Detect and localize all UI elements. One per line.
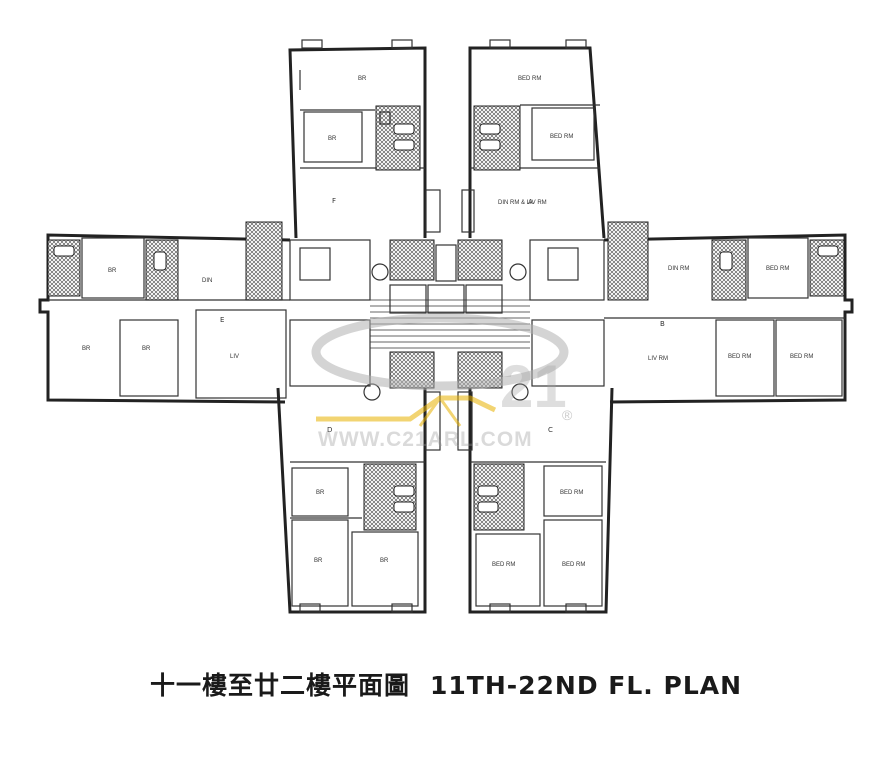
- svg-text:BR: BR: [358, 76, 367, 82]
- unit-east-label: B: [660, 320, 665, 328]
- unit-south-east: [457, 387, 614, 614]
- watermark-brand-number: 21: [500, 353, 567, 420]
- unit-west: BR BR BR DIN LIV: [38, 221, 291, 404]
- east-bedroom-3-label: BED RM: [790, 354, 813, 360]
- unit-east: [603, 221, 854, 404]
- unit-north-east-label: A: [528, 198, 533, 206]
- east-bedroom-1-label: BED RM: [766, 266, 789, 272]
- unit-west-label: E: [220, 316, 224, 324]
- svg-text:LIV: LIV: [230, 354, 239, 360]
- svg-text:BR: BR: [82, 346, 91, 352]
- svg-text:BR: BR: [314, 558, 323, 564]
- watermark-logo: [311, 313, 569, 427]
- se-bedroom-1-label: BED RM: [560, 490, 583, 496]
- east-dining-label: DIN RM: [668, 266, 689, 272]
- svg-text:BR: BR: [142, 346, 151, 352]
- title-english: 11TH-22ND FL. PLAN: [429, 671, 743, 700]
- unit-south-west-label: D: [327, 426, 332, 434]
- ne-bedroom-2-label: BED RM: [550, 134, 573, 140]
- unit-south-east-label: C: [548, 426, 553, 434]
- svg-text:BR: BR: [328, 136, 337, 142]
- ne-din-liv-label: DIN RM & LIV RM: [498, 200, 547, 206]
- se-bedroom-2-label: BED RM: [492, 562, 515, 568]
- unit-north-east: [461, 39, 606, 239]
- watermark-registered-mark: ®: [562, 407, 573, 423]
- svg-text:BR: BR: [108, 268, 117, 274]
- ne-bedroom-1-label: BED RM: [518, 76, 541, 82]
- se-bedroom-3-label: BED RM: [562, 562, 585, 568]
- floor-plan-title: 十一樓至廿二樓平面圖 11TH-22ND FL. PLAN: [0, 666, 892, 702]
- unit-south-west: BR BR BR: [276, 387, 441, 614]
- unit-north-west-label: F: [332, 197, 336, 205]
- svg-text:BR: BR: [380, 558, 389, 564]
- east-living-label: LIV RM: [648, 356, 668, 362]
- watermark-site-url: WWW.C21ARL.COM: [318, 428, 533, 451]
- svg-text:BR: BR: [316, 490, 325, 496]
- title-chinese: 十一樓至廿二樓平面圖: [149, 671, 410, 700]
- east-bedroom-2-label: BED RM: [728, 354, 751, 360]
- unit-north-west: BR BR: [288, 39, 441, 239]
- svg-text:DIN: DIN: [202, 278, 212, 284]
